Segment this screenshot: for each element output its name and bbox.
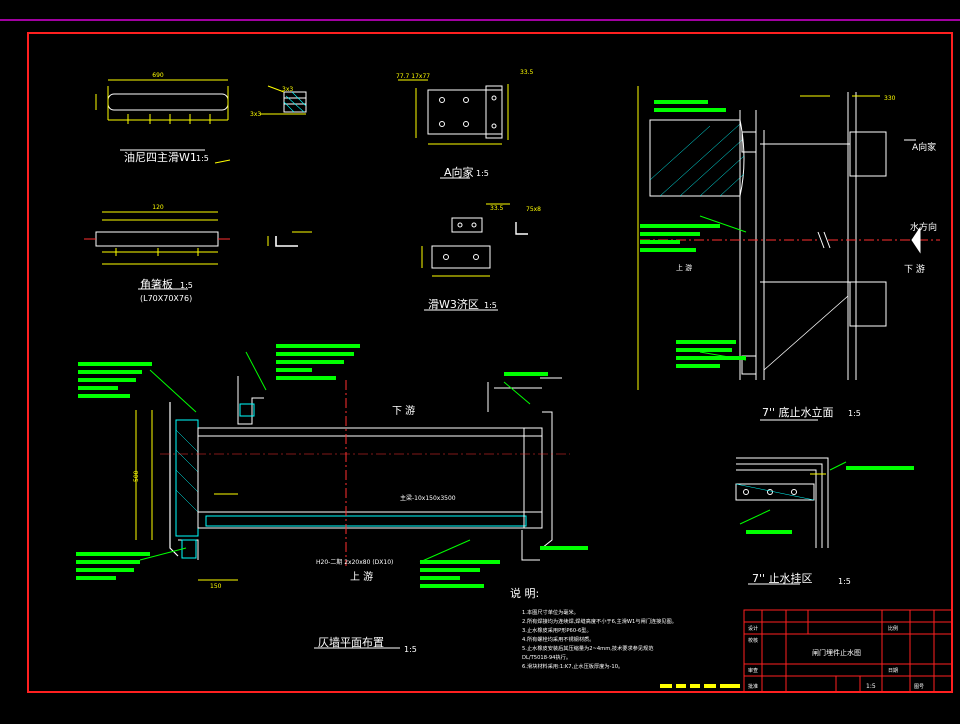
label-upstream: 上 游 [350, 570, 373, 583]
title-block [28, 609, 953, 693]
notes-list: 1.本图尺寸单位为毫米。 2.所有焊接均为连续焊,焊缝高度不小于6,主滑W1与闸… [522, 608, 677, 670]
seal-plan-view [135, 351, 570, 649]
nylon-slide-scale: 1:5 [196, 154, 209, 163]
corner-plate-scale: 1:5 [180, 281, 193, 290]
elevation-title: 7'' 底止水立面 [762, 405, 834, 419]
bottom-seal-elevation [637, 86, 940, 421]
title-block-field-design: 设计 [748, 625, 758, 632]
dim-a-view-flange: 33.5 [520, 69, 534, 76]
elevation-annotations [640, 100, 746, 368]
dim-a-view-top: 77.7 17x77 [396, 73, 430, 80]
title-block-field-check: 校核 [748, 637, 758, 644]
note-line-3: 3.止水橡皮采用P形P60-6型。 [522, 626, 592, 634]
title-block-scale: 1:5 [866, 683, 876, 690]
seal-pressure-detail [735, 457, 847, 585]
a-view-detail [398, 79, 509, 179]
note-line-2: 2.所有焊接均为连续焊,焊缝高度不小于6,主滑W1与闸门连接见图。 [522, 617, 677, 625]
a-view-title: A向家 [444, 165, 474, 179]
nylon-slide-detail [95, 79, 231, 164]
label-a-view: A向家 [912, 141, 936, 153]
label-downstream: 下 游 [392, 404, 415, 417]
slide-w3-title: 滑W3济区 [428, 297, 479, 311]
dim-plate-length: 120 [152, 204, 164, 211]
dim-plan-offset: 150 [210, 583, 222, 590]
seal-plan-annotations [76, 344, 588, 588]
dim-groove-2: 3x3 [250, 111, 261, 118]
note-line-6: DL/T5018-94执行。 [522, 653, 571, 661]
pressure-annotation-2 [746, 530, 792, 534]
label-upstream-right: 上 游 [676, 263, 692, 272]
dim-w3-top: 33.5 [490, 205, 504, 212]
seal-plan-scale: 1:5 [404, 645, 417, 654]
corner-plate-detail [84, 211, 312, 290]
bottom-strip [660, 684, 740, 688]
pressure-annotation-1 [846, 466, 914, 470]
note-line-1: 1.本图尺寸单位为毫米。 [522, 608, 579, 616]
dim-groove: 3x3 [282, 86, 293, 93]
pressure-scale: 1:5 [838, 577, 851, 586]
slide-section-detail [260, 85, 307, 115]
slide-w3-detail [421, 203, 528, 311]
nylon-slide-title: 油尼四主滑W1 [124, 150, 197, 164]
beam-note: 主梁-10x150x3500 [400, 494, 456, 502]
elevation-scale: 1:5 [848, 409, 861, 418]
title-block-drawing-name: 闸门埋件止水图 [812, 648, 861, 657]
a-view-scale: 1:5 [476, 169, 489, 178]
title-block-field-ratio: 比例 [888, 625, 898, 632]
title-block-field-number: 图号 [914, 684, 924, 690]
title-block-field-date: 日期 [888, 668, 898, 674]
pressure-title: 7'' 止水挂区 [752, 571, 813, 585]
label-downstream-right: 下 游 [904, 263, 925, 275]
label-water-direction: 水方向 [910, 221, 937, 233]
title-block-field-review: 审查 [748, 667, 758, 674]
corner-plate-title: 角箸板 [140, 277, 173, 291]
note-line-5: 5.止水橡皮安装后其压缩量为2~4mm,技术要求参见规范 [522, 644, 653, 652]
title-block-field-approve: 批准 [748, 683, 758, 690]
notes-heading: 说 明: [510, 586, 539, 600]
dim-plan-height: 500 [133, 470, 140, 482]
seal-plan-title: 仄墙平面布置 [318, 635, 384, 649]
dim-overall-length: 690 [152, 72, 164, 79]
slide-w3-scale: 1:5 [484, 301, 497, 310]
corner-plate-subtitle: (L70X70X76) [140, 294, 192, 303]
anchor-note: H20-二期 2x20x80 (DX10) [316, 558, 393, 566]
note-line-4: 4.所有螺栓均采用不锈钢材质。 [522, 635, 594, 643]
note-line-7: 6.滑块材料采用:1:K7,止水压板厚度为-10。 [522, 662, 623, 670]
dim-w3-angle: 75x8 [526, 206, 541, 213]
dim-elevation-top: 330 [884, 95, 896, 102]
